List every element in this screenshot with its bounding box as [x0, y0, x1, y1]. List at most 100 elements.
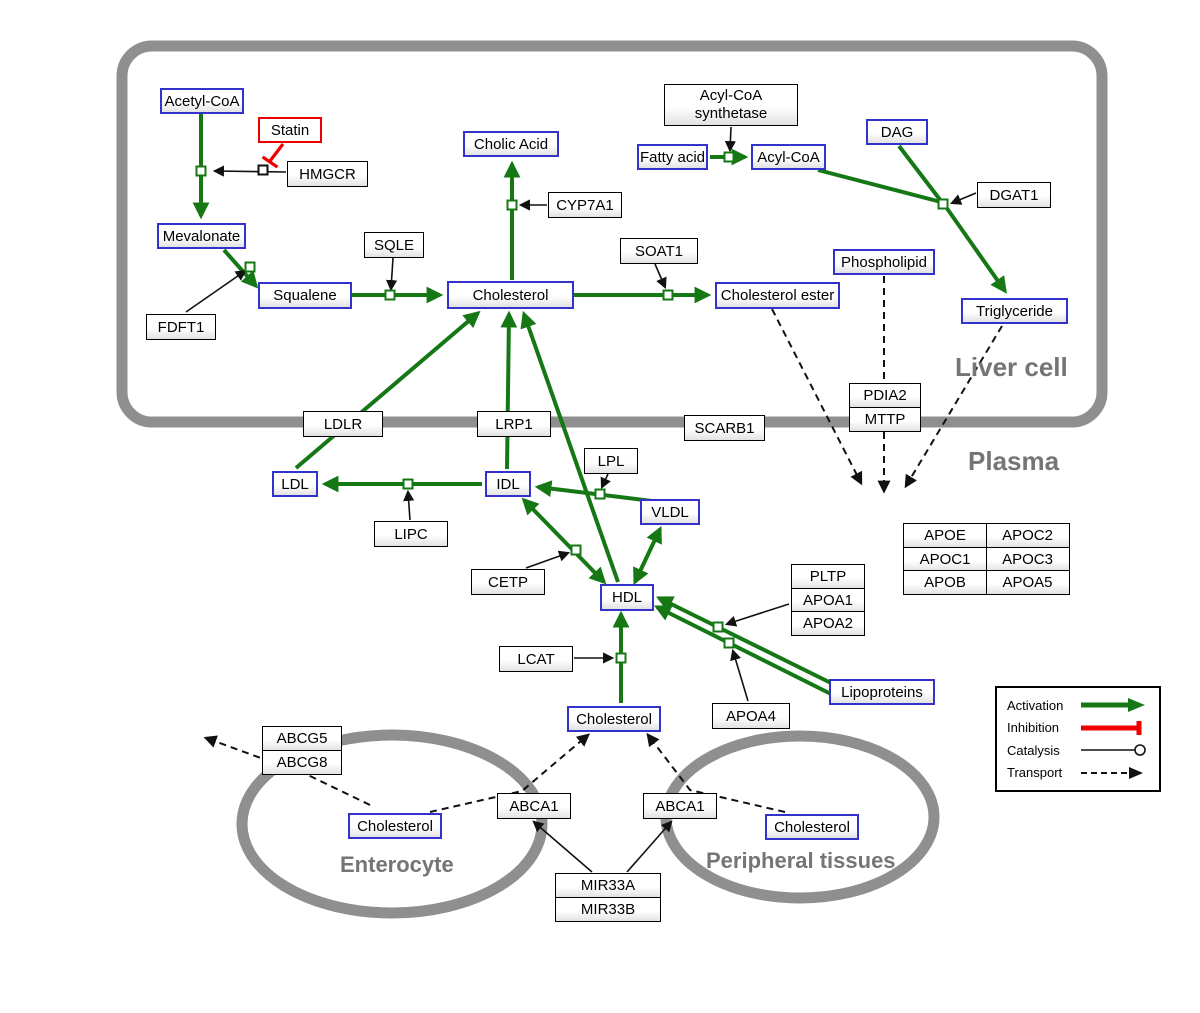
cat-apoa4: [730, 648, 749, 702]
edge-mevalonate-squalene: [222, 248, 259, 289]
inhibition-edge: [261, 143, 285, 169]
transport-abcg-efflux: [203, 735, 371, 806]
edge-hdl-idl: [521, 497, 607, 585]
cat-pltp-apoa: [724, 603, 790, 627]
node-mir33b[interactable]: MIR33B: [555, 896, 661, 922]
legend-row-inhibition: Inhibition: [1007, 718, 1149, 738]
cat-soat1: [654, 263, 667, 290]
inhibition-tbar-icon: [1081, 720, 1142, 735]
hmgcr-junction-node: [257, 164, 269, 176]
node-scarb1[interactable]: SCARB1: [684, 415, 765, 441]
cat-fdft1: [185, 269, 247, 313]
cat-hmgcr: [212, 165, 287, 177]
edge-ldl-ldlr-cholesterol: [294, 310, 481, 470]
cat-mir33-abca1-right: [626, 820, 673, 873]
edge-acylcoa-node: [817, 168, 942, 204]
node-fatty-acid[interactable]: Fatty acid: [637, 144, 708, 170]
node-lipc[interactable]: LIPC: [374, 521, 448, 547]
node-abcg8[interactable]: ABCG8: [262, 749, 342, 775]
cat-lpl: [600, 473, 611, 490]
node-lcat[interactable]: LCAT: [499, 646, 573, 672]
catalysis-edges: [185, 126, 977, 873]
node-abca1-peripheral[interactable]: ABCA1: [643, 793, 717, 819]
inh-statin-tbar: [261, 155, 279, 169]
node-vldl[interactable]: VLDL: [640, 499, 700, 525]
node-hdl[interactable]: HDL: [600, 584, 654, 611]
edge-dag-node: [897, 144, 943, 203]
region-label-liver: Liver cell: [955, 352, 1068, 382]
node-cyp7a1[interactable]: CYP7A1: [548, 192, 622, 218]
node-pdia2[interactable]: PDIA2: [849, 383, 921, 408]
node-apob[interactable]: APOB: [903, 570, 987, 595]
transport-cholesterol-ester: [771, 308, 863, 486]
node-cholesterol-liver[interactable]: Cholesterol: [447, 281, 574, 309]
node-squalene[interactable]: Squalene: [258, 282, 352, 309]
node-hmgcr[interactable]: HMGCR: [287, 161, 368, 187]
node-cholesterol-peripheral[interactable]: Cholesterol: [765, 814, 859, 840]
node-apoc2[interactable]: APOC2: [985, 523, 1070, 548]
node-acetyl-coa[interactable]: Acetyl-CoA: [160, 88, 244, 114]
cat-dgat1: [949, 192, 977, 205]
node-lipoproteins[interactable]: Lipoproteins: [829, 679, 935, 705]
node-fdft1[interactable]: FDFT1: [146, 314, 216, 340]
node-cholesterol-plasma[interactable]: Cholesterol: [567, 706, 661, 732]
legend-row-activation: Activation: [1007, 695, 1149, 715]
node-ldl[interactable]: LDL: [272, 471, 318, 497]
node-mttp[interactable]: MTTP: [849, 406, 921, 432]
node-idl[interactable]: IDL: [485, 471, 531, 497]
node-cholesterol-enterocyte[interactable]: Cholesterol: [348, 813, 442, 839]
region-label-enterocyte: Enterocyte: [340, 852, 454, 877]
node-apoa5[interactable]: APOA5: [985, 570, 1070, 595]
node-apoa1[interactable]: APOA1: [791, 587, 865, 613]
node-apoe[interactable]: APOE: [903, 523, 987, 548]
node-apoa2[interactable]: APOA2: [791, 611, 865, 636]
node-dag[interactable]: DAG: [866, 119, 928, 145]
edge-hdl-vldl: [633, 525, 662, 586]
node-apoc1[interactable]: APOC1: [903, 546, 987, 572]
node-apoc3[interactable]: APOC3: [985, 546, 1070, 572]
node-abcg5[interactable]: ABCG5: [262, 726, 342, 751]
node-mevalonate[interactable]: Mevalonate: [157, 223, 246, 249]
node-dgat1[interactable]: DGAT1: [977, 182, 1051, 208]
legend-catalysis-label: Catalysis: [1007, 742, 1060, 758]
node-triglyceride[interactable]: Triglyceride: [961, 298, 1068, 324]
node-statin[interactable]: Statin: [258, 117, 322, 143]
region-label-peripheral: Peripheral tissues: [706, 848, 896, 873]
catalysis-circle-icon: [1081, 744, 1146, 757]
legend-activation-label: Activation: [1007, 697, 1064, 713]
legend-transport-label: Transport: [1007, 765, 1063, 781]
transport-peripheral-to-plasma: [646, 732, 786, 813]
legend-row-transport: Transport: [1007, 763, 1149, 783]
legend: Activation Inhibition Catalysis Transpor…: [995, 686, 1161, 792]
node-abca1-enterocyte[interactable]: ABCA1: [497, 793, 571, 819]
node-acyl-coa[interactable]: Acyl-CoA: [751, 144, 826, 170]
node-acyl-coa-synthetase[interactable]: Acyl-CoA synthetase: [664, 84, 798, 126]
node-soat1[interactable]: SOAT1: [620, 238, 698, 264]
edge-idl-lrp1-cholesterol: [500, 310, 518, 470]
cat-lipc: [403, 489, 415, 521]
node-pltp[interactable]: PLTP: [791, 564, 865, 589]
edge-lipoproteins-hdl-lower: [653, 605, 844, 702]
region-label-plasma: Plasma: [968, 446, 1060, 476]
edge-lipoproteins-hdl-upper: [655, 596, 834, 686]
reaction-nodes: [195, 151, 949, 664]
node-cholesterol-ester[interactable]: Cholesterol ester: [715, 282, 840, 309]
node-apoa4[interactable]: APOA4: [712, 703, 790, 729]
node-cetp[interactable]: CETP: [471, 569, 545, 595]
cat-mir33-abca1-left: [532, 820, 593, 873]
node-cholic-acid[interactable]: Cholic Acid: [463, 131, 559, 157]
node-mir33a[interactable]: MIR33A: [555, 873, 661, 898]
node-lpl[interactable]: LPL: [584, 448, 638, 474]
node-sqle[interactable]: SQLE: [364, 232, 424, 258]
node-ldlr[interactable]: LDLR: [303, 411, 383, 437]
transport-arrow-icon: [1081, 766, 1143, 779]
node-phospholipid[interactable]: Phospholipid: [833, 249, 935, 275]
compartment-membranes: [116, 40, 1108, 919]
cat-sqle: [385, 257, 398, 292]
legend-inhibition-label: Inhibition: [1007, 720, 1060, 736]
liver-cell-membrane: [116, 40, 1108, 428]
edge-node-triglyceride: [944, 205, 1007, 294]
node-lrp1[interactable]: LRP1: [477, 411, 551, 437]
